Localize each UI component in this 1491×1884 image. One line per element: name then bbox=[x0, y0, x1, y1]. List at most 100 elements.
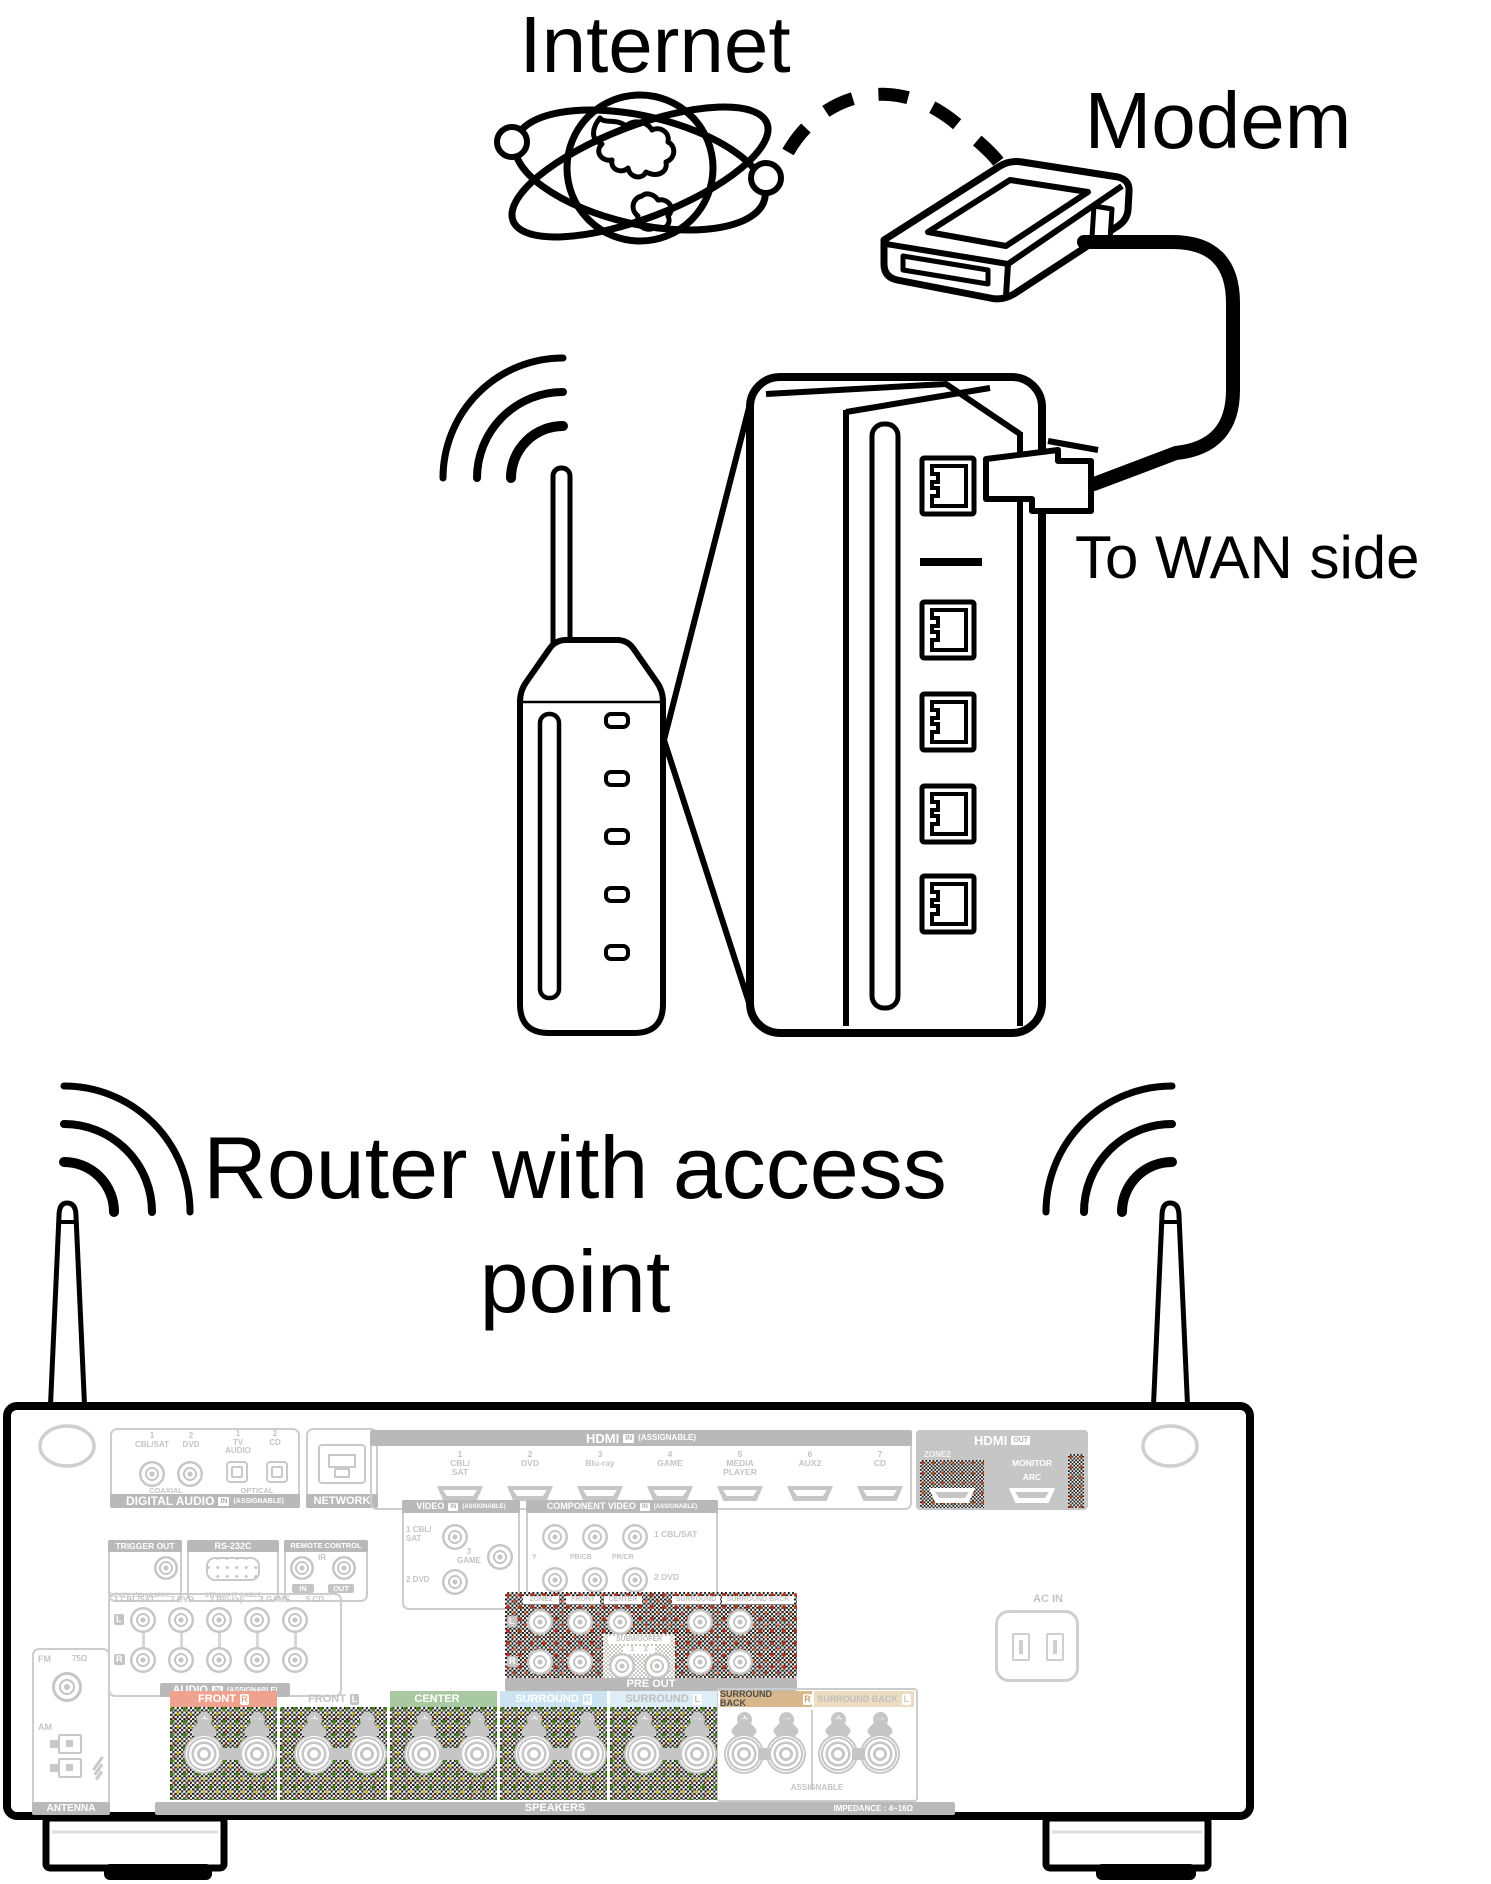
network-port-inner2 bbox=[334, 1468, 350, 1478]
preout-surround-label: SURROUND bbox=[672, 1596, 720, 1605]
video-in-bar: VIDEO IN (ASSIGNABLE) bbox=[402, 1500, 520, 1513]
optical-label: OPTICAL bbox=[240, 1486, 274, 1495]
digital-audio-port3-label: 1 TV AUDIO bbox=[225, 1429, 251, 1456]
am-terminal-2 bbox=[50, 1758, 82, 1778]
video-jack-1 bbox=[442, 1524, 468, 1550]
ethernet-plug-icon bbox=[983, 438, 1099, 514]
audio-r-jack-5 bbox=[282, 1647, 308, 1673]
router-label-line2: point bbox=[480, 1232, 671, 1331]
hdmi-in-bar: HDMI IN (ASSIGNABLE) bbox=[370, 1430, 912, 1446]
hdmi-out-zone2-label: ZONE2 bbox=[924, 1450, 951, 1459]
speaker-label: FRONT R bbox=[170, 1691, 277, 1707]
preout-front-label: FRONT bbox=[566, 1596, 600, 1605]
digital-audio-port4-label: 2 CD bbox=[269, 1429, 281, 1447]
hdmi-in-port-3 bbox=[577, 1486, 623, 1501]
coaxial-jack-1 bbox=[139, 1461, 165, 1487]
coaxial-jack-2 bbox=[177, 1461, 203, 1487]
speakers-bar: SPEAKERS IMPEDANCE : 4~16Ω bbox=[155, 1802, 955, 1815]
surround-back-box bbox=[716, 1688, 918, 1802]
hdmi-out-zone2-port bbox=[929, 1488, 975, 1503]
remote-ir-out-jack bbox=[332, 1556, 356, 1580]
preout-surround-back-l-jack bbox=[727, 1609, 753, 1635]
hdmi-out-section: HDMI OUT ZONE2 MONITOR ARC bbox=[916, 1430, 1088, 1510]
preout-surround-back-label: SURROUND BACK bbox=[722, 1596, 794, 1605]
component-pb-label: PB/CB bbox=[570, 1554, 592, 1561]
audio-in-inputs: 1 CBL/SAT 2 DVD 3 Blu-ray 4 GAME 5 CD bbox=[114, 1595, 324, 1604]
hdmi-out-hatch-strip bbox=[1068, 1454, 1084, 1508]
preout-subwoofer-1-jack bbox=[609, 1653, 635, 1679]
audio-l-badge: L bbox=[114, 1614, 124, 1625]
hdmi-in-port7-label: 7 CD bbox=[873, 1449, 887, 1469]
hdmi-in-port-2 bbox=[507, 1486, 553, 1501]
audio-r-jack-1 bbox=[130, 1647, 156, 1673]
audio-link-4 bbox=[256, 1632, 259, 1650]
video-jack3-label: 2 DVD bbox=[406, 1575, 430, 1584]
preout-surround-l-jack bbox=[687, 1609, 713, 1635]
rs232c-connector bbox=[206, 1557, 260, 1581]
component-video-bar: COMPONENT VIDEO IN (ASSIGNABLE) bbox=[526, 1500, 718, 1513]
digital-audio-bar: DIGITAL AUDIO IN (ASSIGNABLE) bbox=[110, 1494, 300, 1508]
antenna-ohm-label: 75Ω bbox=[72, 1654, 88, 1663]
speaker-label: SURROUND R bbox=[500, 1691, 607, 1707]
trigger-out-jack bbox=[154, 1556, 178, 1580]
network-bar: NETWORK bbox=[306, 1494, 378, 1508]
hdmi-in-port4-label: 4 GAME bbox=[657, 1449, 683, 1469]
audio-r-jack-2 bbox=[168, 1647, 194, 1673]
preout-bar: PRE OUT bbox=[505, 1678, 797, 1691]
remote-ir-label: IR bbox=[318, 1553, 326, 1562]
to-wan-side-label: To WAN side bbox=[1075, 524, 1420, 591]
digital-audio-port1-label: 1 CBL/SAT bbox=[134, 1431, 170, 1449]
speaker-group-surround-back-r: SURROUND BACK R + − bbox=[720, 1690, 812, 1801]
preout-surround-back-r-jack bbox=[727, 1649, 753, 1675]
internet-label: Internet bbox=[519, 0, 790, 89]
coaxial-label: COAXIAL bbox=[149, 1486, 183, 1495]
speaker-label: SURROUND BACK L bbox=[814, 1691, 914, 1707]
speaker-group-surround-back-l: SURROUND BACK L + − bbox=[814, 1691, 914, 1801]
speakers-assignable-label: ASSIGNABLE bbox=[790, 1783, 844, 1792]
audio-l-jack-4 bbox=[244, 1607, 270, 1633]
router-front-icon bbox=[517, 465, 666, 1036]
ethernet-cable bbox=[1077, 235, 1240, 491]
component-row1-label: 1 CBL/SAT bbox=[654, 1529, 698, 1539]
hdmi-in-port-6 bbox=[787, 1486, 833, 1501]
optical-port-2 bbox=[266, 1461, 288, 1483]
ac-in-label: AC IN bbox=[1033, 1593, 1063, 1605]
preout-front-r-jack bbox=[567, 1649, 593, 1675]
ac-prong-right bbox=[1046, 1633, 1064, 1661]
audio-link-5 bbox=[294, 1632, 297, 1650]
video-jack2-label: 3 GAME bbox=[457, 1547, 481, 1565]
component-pr-jack-2 bbox=[622, 1567, 648, 1593]
component-row2-label: 2 DVD bbox=[654, 1572, 680, 1582]
hdmi-in-port5-label: 5 MEDIA PLAYER bbox=[723, 1449, 757, 1478]
am-terminal-1 bbox=[50, 1734, 82, 1754]
wifi-waves-router-icon bbox=[439, 354, 568, 483]
antenna-am-label: AM bbox=[38, 1722, 52, 1732]
router-rear-panel-icon bbox=[746, 373, 1046, 1037]
rs232c-bar: RS-232C bbox=[187, 1540, 279, 1552]
audio-l-jack-2 bbox=[168, 1607, 194, 1633]
video-jack-3 bbox=[442, 1569, 468, 1595]
audio-r-jack-4 bbox=[244, 1647, 270, 1673]
preout-zone2-l-jack bbox=[527, 1609, 553, 1635]
remote-out-badge: OUT bbox=[328, 1584, 354, 1593]
ac-in-socket bbox=[995, 1610, 1079, 1682]
preout-subwoofer-nums: 1 2 bbox=[623, 1646, 655, 1655]
preout-r-badge: R bbox=[507, 1656, 518, 1667]
preout-l-badge: L bbox=[507, 1616, 517, 1627]
preout-surround-r-jack bbox=[687, 1649, 713, 1675]
receiver-antenna-left bbox=[47, 1200, 88, 1419]
preout-center-label: CENTER bbox=[604, 1596, 642, 1605]
remote-ir-in-jack bbox=[290, 1556, 314, 1580]
audio-r-jack-3 bbox=[206, 1647, 232, 1673]
remote-in-badge: IN bbox=[292, 1584, 314, 1593]
speaker-label: CENTER bbox=[390, 1691, 497, 1707]
ac-prong-left-pin bbox=[1019, 1640, 1023, 1654]
component-pr-label: PR/CR bbox=[612, 1554, 634, 1561]
internet-globe-icon bbox=[494, 91, 784, 245]
digital-audio-port2-label: 2 DVD bbox=[182, 1431, 200, 1449]
wifi-waves-receiver-left-icon bbox=[59, 1082, 194, 1217]
wifi-waves-receiver-right-icon bbox=[1042, 1082, 1177, 1217]
preout-subwoofer-2-jack bbox=[644, 1653, 670, 1679]
modem-icon bbox=[880, 158, 1133, 303]
